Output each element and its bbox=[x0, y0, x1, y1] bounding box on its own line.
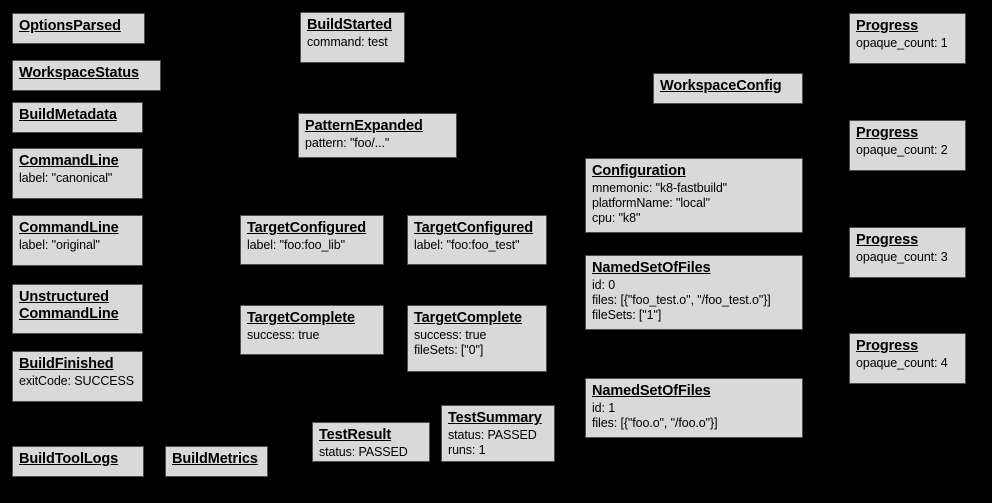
node-field: platformName: "local" bbox=[592, 196, 710, 210]
node-build-finished[interactable]: BuildFinished exitCode: SUCCESS bbox=[12, 351, 143, 402]
node-build-metadata[interactable]: BuildMetadata bbox=[12, 102, 143, 133]
node-title: Progress bbox=[856, 125, 919, 141]
node-field: status: PASSED bbox=[319, 445, 408, 459]
node-target-configured-foo-test[interactable]: TargetConfigured label: "foo:foo_test" bbox=[407, 215, 547, 265]
node-field: success: true bbox=[414, 328, 487, 342]
node-title: Unstructured CommandLine bbox=[19, 289, 119, 322]
node-field: label: "foo:foo_test" bbox=[414, 238, 520, 252]
node-field: runs: 1 bbox=[448, 443, 486, 457]
node-title: TestResult bbox=[319, 427, 392, 443]
node-title: OptionsParsed bbox=[19, 18, 121, 34]
node-fields: label: "original" bbox=[19, 238, 136, 253]
node-progress-1[interactable]: Progress opaque_count: 1 bbox=[849, 13, 966, 64]
node-title: BuildStarted bbox=[307, 17, 393, 33]
node-field: files: [{"foo_test.o", "/foo_test.o"}] bbox=[592, 293, 771, 307]
node-fields: success: true bbox=[247, 328, 377, 343]
node-field: pattern: "foo/..." bbox=[305, 136, 390, 150]
node-field: opaque_count: 1 bbox=[856, 36, 948, 50]
node-title: TargetConfigured bbox=[414, 220, 533, 236]
node-test-result[interactable]: TestResult status: PASSED bbox=[312, 422, 430, 462]
node-field: opaque_count: 2 bbox=[856, 143, 948, 157]
node-title: BuildMetrics bbox=[172, 451, 258, 467]
node-field: id: 1 bbox=[592, 401, 616, 415]
node-title: NamedSetOfFiles bbox=[592, 260, 711, 276]
node-fields: status: PASSED bbox=[319, 445, 423, 460]
node-title: TargetComplete bbox=[247, 310, 355, 326]
node-title: Progress bbox=[856, 18, 919, 34]
node-fields: label: "canonical" bbox=[19, 171, 136, 186]
node-fields: label: "foo:foo_lib" bbox=[247, 238, 377, 253]
node-title: TargetConfigured bbox=[247, 220, 366, 236]
node-fields: command: test bbox=[307, 35, 398, 50]
node-target-complete-lib[interactable]: TargetComplete success: true bbox=[240, 305, 384, 355]
node-title: TargetComplete bbox=[414, 310, 522, 326]
node-target-configured-foo-lib[interactable]: TargetConfigured label: "foo:foo_lib" bbox=[240, 215, 384, 265]
node-command-line-canonical[interactable]: CommandLine label: "canonical" bbox=[12, 148, 143, 199]
node-fields: opaque_count: 1 bbox=[856, 36, 959, 51]
node-title: BuildToolLogs bbox=[19, 451, 119, 467]
node-build-started[interactable]: BuildStarted command: test bbox=[300, 12, 405, 63]
node-progress-4[interactable]: Progress opaque_count: 4 bbox=[849, 333, 966, 384]
node-fields: opaque_count: 4 bbox=[856, 356, 959, 371]
node-field: mnemonic: "k8-fastbuild" bbox=[592, 181, 728, 195]
node-title: WorkspaceConfig bbox=[660, 78, 782, 94]
node-field: label: "original" bbox=[19, 238, 100, 252]
node-title: NamedSetOfFiles bbox=[592, 383, 711, 399]
node-field: label: "canonical" bbox=[19, 171, 113, 185]
node-title: TestSummary bbox=[448, 410, 542, 426]
node-title: WorkspaceStatus bbox=[19, 65, 139, 81]
node-field: fileSets: ["0"] bbox=[414, 343, 484, 357]
node-title: Progress bbox=[856, 338, 919, 354]
node-workspace-status[interactable]: WorkspaceStatus bbox=[12, 60, 161, 91]
node-unstructured-command-line[interactable]: Unstructured CommandLine bbox=[12, 284, 143, 334]
node-title: CommandLine bbox=[19, 220, 119, 236]
node-fields: opaque_count: 3 bbox=[856, 250, 959, 265]
node-configuration[interactable]: Configuration mnemonic: "k8-fastbuild"pla… bbox=[585, 158, 803, 233]
node-title: Progress bbox=[856, 232, 919, 248]
node-field: fileSets: ["1"] bbox=[592, 308, 662, 322]
node-options-parsed[interactable]: OptionsParsed bbox=[12, 13, 145, 44]
node-workspace-config[interactable]: WorkspaceConfig bbox=[653, 73, 803, 104]
node-field: files: [{"foo.o", "/foo.o"}] bbox=[592, 416, 718, 430]
node-title: BuildFinished bbox=[19, 356, 114, 372]
node-title: PatternExpanded bbox=[305, 118, 423, 134]
node-fields: exitCode: SUCCESS bbox=[19, 374, 136, 389]
node-build-tool-logs[interactable]: BuildToolLogs bbox=[12, 446, 144, 477]
node-fields: opaque_count: 2 bbox=[856, 143, 959, 158]
node-field: exitCode: SUCCESS bbox=[19, 374, 135, 388]
node-title: BuildMetadata bbox=[19, 107, 117, 123]
node-field: id: 0 bbox=[592, 278, 616, 292]
node-fields: label: "foo:foo_test" bbox=[414, 238, 540, 253]
node-progress-3[interactable]: Progress opaque_count: 3 bbox=[849, 227, 966, 278]
node-pattern-expanded[interactable]: PatternExpanded pattern: "foo/..." bbox=[298, 113, 457, 158]
node-build-metrics[interactable]: BuildMetrics bbox=[165, 446, 268, 477]
node-title: CommandLine bbox=[19, 153, 119, 169]
node-field: cpu: "k8" bbox=[592, 211, 641, 225]
node-fields: pattern: "foo/..." bbox=[305, 136, 450, 151]
node-fields: mnemonic: "k8-fastbuild"platformName: "l… bbox=[592, 181, 796, 226]
node-field: status: PASSED bbox=[448, 428, 537, 442]
node-field: opaque_count: 3 bbox=[856, 250, 948, 264]
node-progress-2[interactable]: Progress opaque_count: 2 bbox=[849, 120, 966, 171]
node-field: success: true bbox=[247, 328, 320, 342]
node-command-line-original[interactable]: CommandLine label: "original" bbox=[12, 215, 143, 266]
node-field: opaque_count: 4 bbox=[856, 356, 948, 370]
node-title: Configuration bbox=[592, 163, 686, 179]
node-field: label: "foo:foo_lib" bbox=[247, 238, 345, 252]
node-field: command: test bbox=[307, 35, 388, 49]
